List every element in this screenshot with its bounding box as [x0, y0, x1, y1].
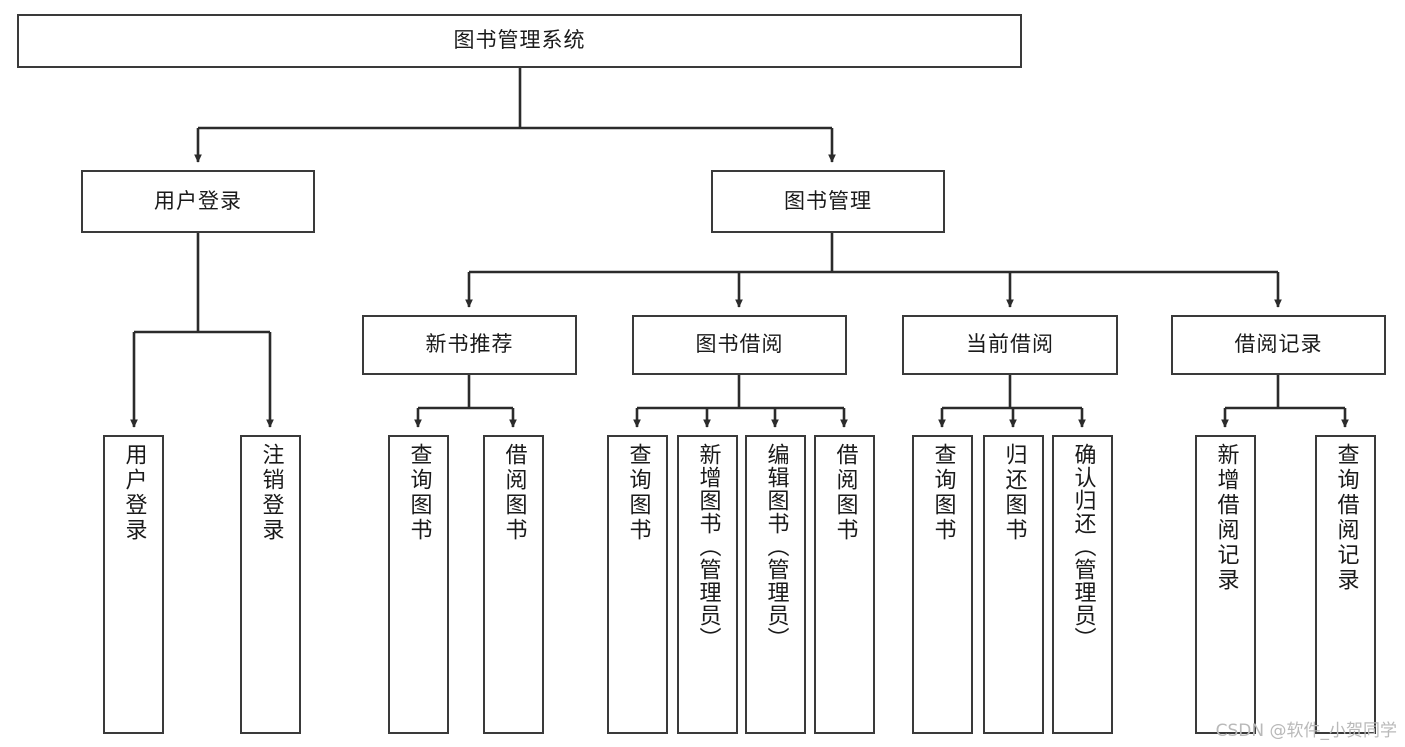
node-leaf-query-record-label: 查询借阅记录: [1333, 443, 1359, 593]
node-leaf-user-logout[interactable]: 注销登录: [240, 435, 301, 734]
node-leaf-return-book-label: 归还图书: [1001, 443, 1027, 543]
node-leaf-borrow-book-1-label: 借阅图书: [501, 443, 527, 543]
node-borrow-record[interactable]: 借阅记录: [1171, 315, 1386, 375]
node-leaf-confirm-return-label: 确认归还（管理员）: [1070, 443, 1096, 650]
node-leaf-query-book-3[interactable]: 查询图书: [912, 435, 973, 734]
node-user-login[interactable]: 用户登录: [81, 170, 315, 233]
node-leaf-edit-book-label: 编辑图书（管理员）: [763, 443, 789, 650]
node-leaf-add-record[interactable]: 新增借阅记录: [1195, 435, 1256, 734]
node-current-borrow[interactable]: 当前借阅: [902, 315, 1118, 375]
node-new-book-rec-label: 新书推荐: [425, 332, 514, 357]
node-leaf-user-logout-label: 注销登录: [258, 443, 284, 543]
node-leaf-query-book-3-label: 查询图书: [930, 443, 956, 543]
node-leaf-query-book-2-label: 查询图书: [625, 443, 651, 543]
node-root-label: 图书管理系统: [453, 28, 586, 53]
node-leaf-query-record[interactable]: 查询借阅记录: [1315, 435, 1376, 734]
node-leaf-borrow-book-2[interactable]: 借阅图书: [814, 435, 875, 734]
node-leaf-confirm-return[interactable]: 确认归还（管理员）: [1052, 435, 1113, 734]
node-leaf-query-book-1[interactable]: 查询图书: [388, 435, 449, 734]
node-leaf-user-login-label: 用户登录: [121, 443, 147, 543]
node-book-borrow-label: 图书借阅: [695, 332, 784, 357]
node-leaf-add-book-label: 新增图书（管理员）: [695, 443, 721, 650]
node-leaf-user-login[interactable]: 用户登录: [103, 435, 164, 734]
node-borrow-record-label: 借阅记录: [1234, 332, 1323, 357]
node-book-manage-label: 图书管理: [784, 188, 872, 213]
node-current-borrow-label: 当前借阅: [966, 332, 1054, 357]
node-leaf-return-book[interactable]: 归还图书: [983, 435, 1044, 734]
node-new-book-rec[interactable]: 新书推荐: [362, 315, 577, 375]
node-book-manage[interactable]: 图书管理: [711, 170, 945, 233]
node-leaf-add-book[interactable]: 新增图书（管理员）: [677, 435, 738, 734]
node-leaf-add-record-label: 新增借阅记录: [1213, 443, 1239, 593]
watermark-text: CSDN @软件_小贺同学: [1215, 721, 1397, 741]
node-user-login-label: 用户登录: [154, 188, 242, 213]
node-leaf-query-book-2[interactable]: 查询图书: [607, 435, 668, 734]
node-book-borrow[interactable]: 图书借阅: [632, 315, 847, 375]
node-leaf-borrow-book-2-label: 借阅图书: [832, 443, 858, 543]
node-leaf-borrow-book-1[interactable]: 借阅图书: [483, 435, 544, 734]
node-root[interactable]: 图书管理系统: [17, 14, 1022, 68]
node-leaf-query-book-1-label: 查询图书: [406, 443, 432, 543]
node-leaf-edit-book[interactable]: 编辑图书（管理员）: [745, 435, 806, 734]
